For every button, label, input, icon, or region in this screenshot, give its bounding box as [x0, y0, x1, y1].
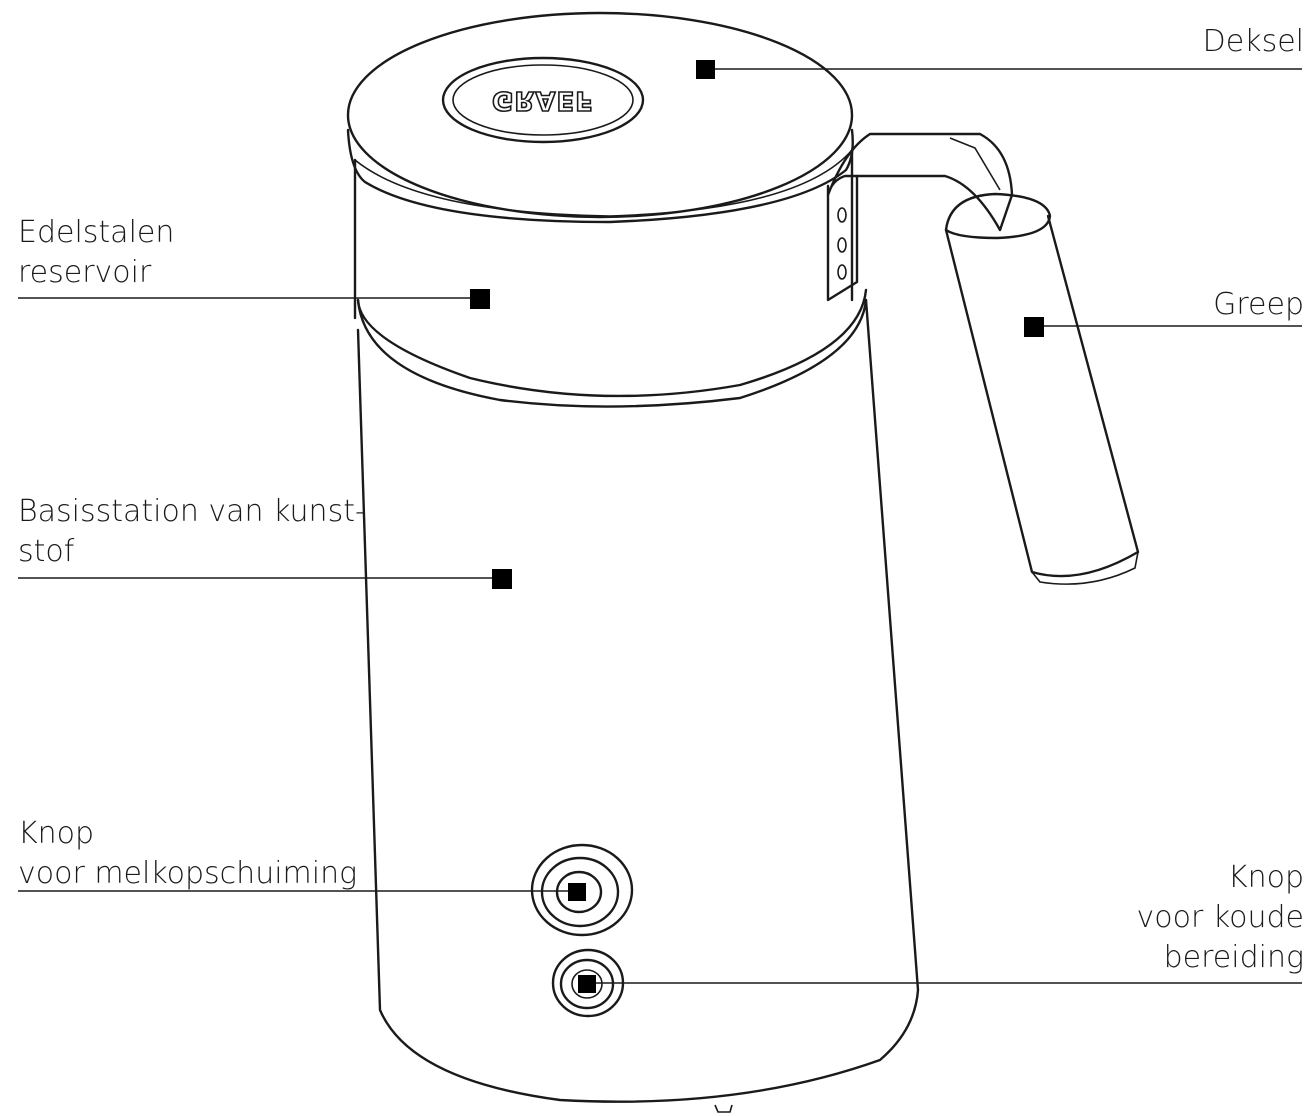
- label-knop-melk-line1: Knop: [18, 816, 95, 851]
- leader-reservoir: [18, 289, 490, 309]
- label-reservoir-line2: reservoir: [18, 255, 152, 290]
- label-knop-melk: Knop voor melkopschuiming: [18, 814, 357, 894]
- label-deksel-line1: Deksel: [1202, 24, 1304, 59]
- label-reservoir: Edelstalen reservoir: [18, 213, 174, 293]
- handle-drawing: [826, 132, 1140, 585]
- label-basis-line2: stof: [18, 534, 75, 569]
- label-greep-line1: Greep: [1213, 287, 1304, 322]
- froth-button-drawing: [530, 843, 634, 937]
- label-knop-melk-line2: voor melkopschuiming: [18, 856, 358, 891]
- label-basis: Basisstation van kunst- stof: [18, 492, 366, 572]
- label-knop-koud-line2: voor koude: [1136, 900, 1304, 935]
- label-deksel: Deksel: [1203, 22, 1304, 62]
- body-drawing: [353, 148, 920, 1113]
- label-reservoir-line1: Edelstalen: [18, 215, 175, 250]
- label-greep: Greep: [1213, 285, 1304, 325]
- label-knop-koud: Knop voor koude bereiding: [1136, 858, 1304, 978]
- brand-logo: GRAEF: [492, 85, 594, 115]
- leader-greep: [1024, 317, 1302, 337]
- label-knop-koud-line1: Knop: [1227, 860, 1304, 895]
- leader-basis: [18, 569, 512, 589]
- label-knop-koud-line3: bereiding: [1163, 940, 1304, 975]
- label-basis-line1: Basisstation van kunst-: [18, 494, 366, 529]
- lid-drawing: GRAEF: [346, 11, 854, 224]
- leader-knop-melk: [18, 883, 586, 901]
- leader-knop-koud: [578, 975, 1302, 993]
- leader-deksel: [696, 60, 1302, 79]
